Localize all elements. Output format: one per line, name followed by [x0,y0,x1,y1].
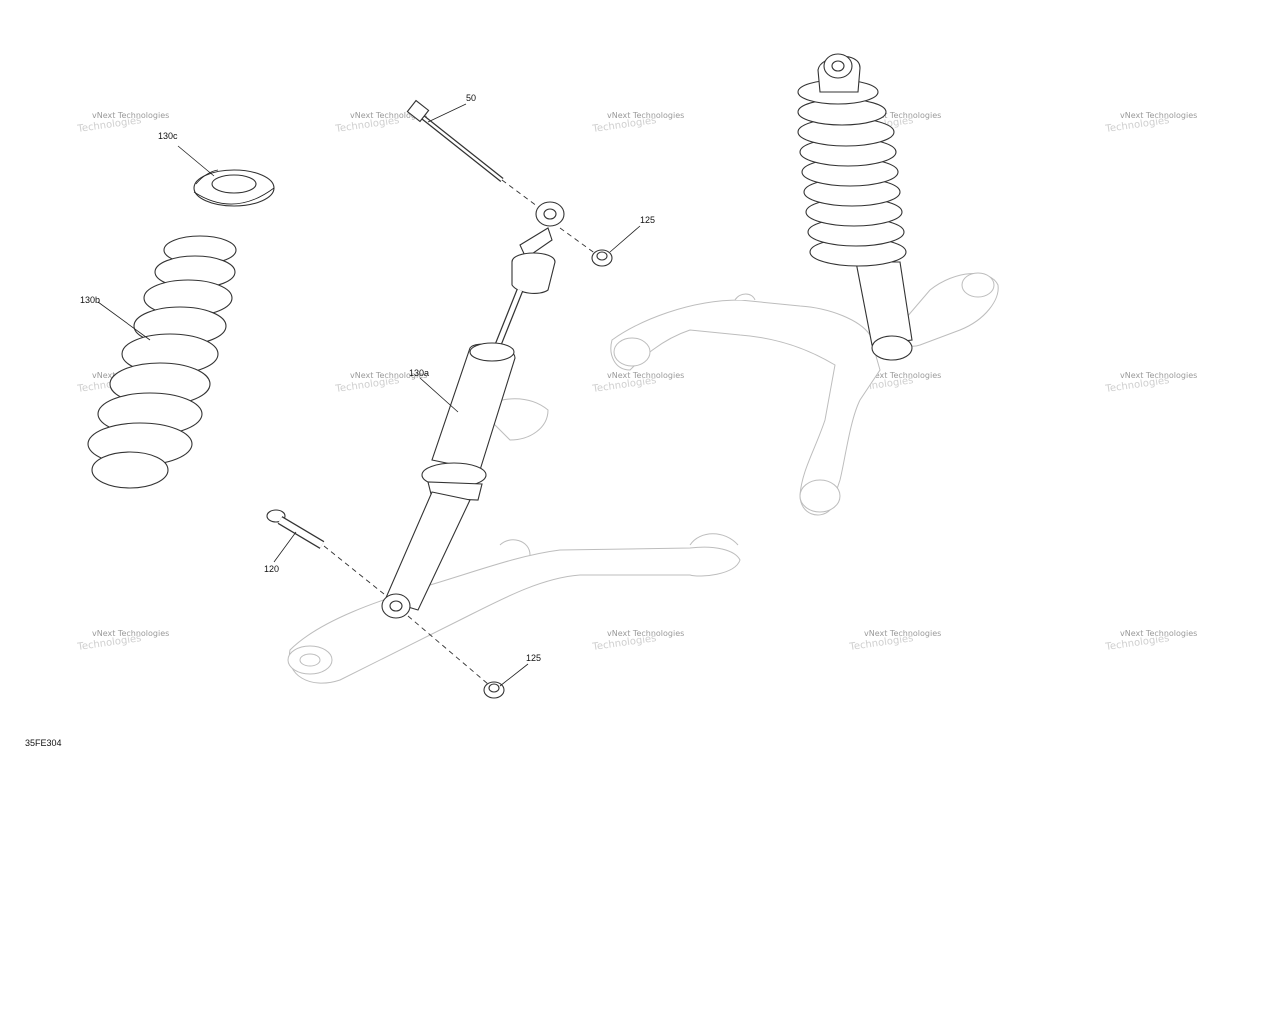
watermark-text: vNext Technologies [864,629,941,638]
watermark-text: vNext Technologies [607,111,684,120]
assembly-line-bolt-120 [323,545,385,595]
callout-125-bottom: 125 [526,653,541,663]
nut-125-bottom[interactable] [483,681,505,699]
figure-reference-code: 35FE304 [25,738,62,748]
bolt-120[interactable] [266,509,325,549]
watermark-text: vNext Technologies [350,111,427,120]
shock-absorber-130a[interactable] [381,201,565,619]
callout-125-top: 125 [640,215,655,225]
watermark-text: vNext Technologies [607,371,684,380]
watermark-text: vNext Technologies [92,111,169,120]
watermark-text: vNext Technologies [1120,371,1197,380]
callout-50: 50 [466,93,476,103]
spring-seat-130c[interactable] [193,169,275,207]
watermark-text: vNext Technologies [92,629,169,638]
lower-a-arm-left [287,398,741,684]
watermark-text: vNext Technologies [350,371,427,380]
bolt-50[interactable] [406,99,504,182]
watermark-text: vNext Technologies [607,629,684,638]
callout-130a: 130a [409,368,429,378]
watermark-text: vNext Technologies [864,371,941,380]
nut-125-top[interactable] [591,249,613,267]
assembly-line-nut-125-top [559,227,597,255]
watermark-text: vNext Technologies [864,111,941,120]
assembled-coilover-right [610,53,999,516]
callout-120: 120 [264,564,279,574]
watermark-text: vNext Technologies [1120,629,1197,638]
watermark-text: vNext Technologies [1120,111,1197,120]
coil-spring-130b[interactable] [87,235,237,489]
leader-lines [97,103,641,687]
callout-130c: 130c [158,131,178,141]
callout-130b: 130b [80,295,100,305]
